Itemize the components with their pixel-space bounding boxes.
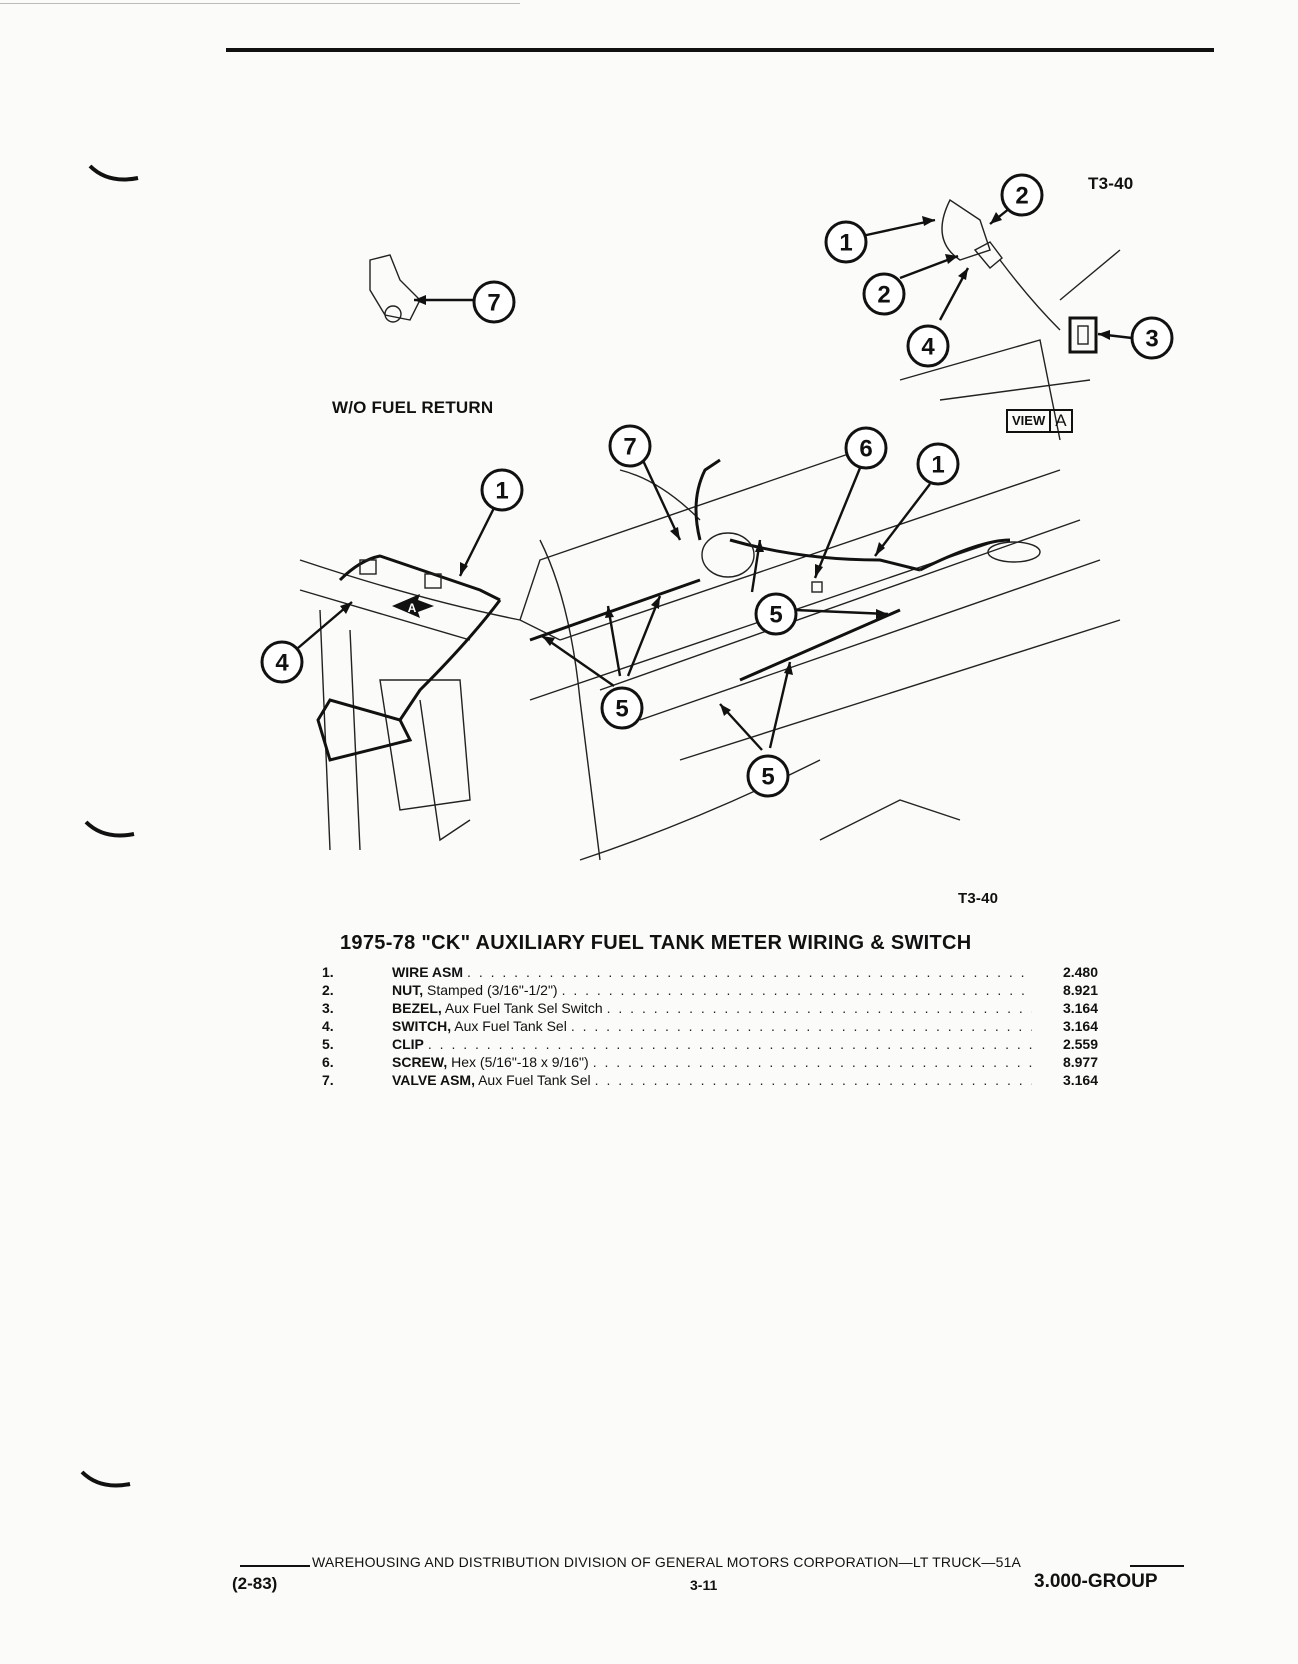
svg-text:1: 1 (495, 478, 508, 505)
svg-text:5: 5 (615, 696, 628, 723)
callout-1-view-a: 1 (824, 220, 868, 264)
part-number: 5. (322, 1036, 334, 1052)
part-name: SWITCH, (392, 1018, 452, 1034)
svg-text:1: 1 (839, 230, 852, 257)
part-row: 3. BEZEL, Aux Fuel Tank Sel Switch 3.164 (322, 1000, 1098, 1018)
binder-hole-mark-bottom (80, 1470, 131, 1488)
dot-leader (428, 1036, 1032, 1052)
footer-division: WAREHOUSING AND DISTRIBUTION DIVISION OF… (312, 1554, 1022, 1570)
part-number: 2. (322, 982, 334, 998)
svg-text:3: 3 (1145, 326, 1158, 353)
callout-3-view-a: 3 (1130, 316, 1174, 360)
view-letter: A (1049, 411, 1070, 431)
svg-text:2: 2 (877, 282, 890, 309)
footer-rule-right (1130, 1565, 1184, 1567)
direction-arrow-a: A (392, 594, 434, 618)
part-description: WIRE ASM (392, 964, 463, 980)
view-a-tag: VIEW A (1006, 409, 1073, 433)
footer-group: 3.000-GROUP (1034, 1571, 1158, 1592)
group-code: 3.164 (1062, 1000, 1098, 1016)
group-code: 8.921 (1062, 982, 1098, 998)
part-name: SCREW, (392, 1054, 448, 1070)
callout-6-main: 6 (844, 426, 888, 470)
leader-arrows (297, 199, 1133, 751)
dot-leader (593, 1054, 1032, 1070)
part-name: BEZEL, (392, 1000, 442, 1016)
svg-text:1: 1 (931, 452, 944, 479)
callout-5-left: 5 (600, 686, 644, 730)
group-code: 8.977 (1062, 1054, 1098, 1070)
part-name: WIRE ASM (392, 964, 464, 980)
dot-leader (595, 1072, 1032, 1088)
parts-list: 1. WIRE ASM 2.480 2. NUT, Stamped (3/16"… (322, 964, 1098, 1090)
group-code: 2.480 (1062, 964, 1098, 980)
part-description: BEZEL, Aux Fuel Tank Sel Switch (392, 1000, 603, 1016)
callout-2-view-a-top: 2 (1000, 173, 1044, 217)
svg-text:4: 4 (921, 334, 935, 361)
part-detail: Stamped (3/16"-1/2") (423, 982, 558, 998)
binder-hole-mark-top (88, 164, 139, 182)
callout-7-main: 7 (608, 424, 652, 468)
footer-rule-left (240, 1565, 310, 1567)
header-rule (226, 48, 1214, 52)
callout-1-main-right: 1 (916, 442, 960, 486)
part-description: VALVE ASM, Aux Fuel Tank Sel (392, 1072, 591, 1088)
parts-list-title: 1975-78 "CK" AUXILIARY FUEL TANK METER W… (340, 932, 972, 954)
part-number: 6. (322, 1054, 334, 1070)
svg-text:2: 2 (1015, 183, 1028, 210)
part-row: 7. VALVE ASM, Aux Fuel Tank Sel 3.164 (322, 1072, 1098, 1090)
part-number: 7. (322, 1072, 334, 1088)
part-description: CLIP (392, 1036, 424, 1052)
figure-code-bottom: T3-40 (958, 890, 999, 907)
svg-text:5: 5 (769, 602, 782, 629)
dot-leader (467, 964, 1032, 980)
callout-1-main-left: 1 (480, 468, 524, 512)
part-detail: Aux Fuel Tank Sel Switch (441, 1000, 603, 1016)
scan-hairline (0, 3, 520, 4)
part-detail: Hex (5/16"-18 x 9/16") (447, 1054, 589, 1070)
callout-2-view-a-bottom: 2 (862, 272, 906, 316)
part-number: 1. (322, 964, 334, 980)
callout-4-view-a: 4 (906, 324, 950, 368)
svg-text:7: 7 (623, 434, 636, 461)
part-row: 6. SCREW, Hex (5/16"-18 x 9/16") 8.977 (322, 1054, 1098, 1072)
view-label: VIEW (1012, 413, 1046, 428)
callout-4-main: 4 (260, 640, 304, 684)
svg-text:7: 7 (487, 290, 500, 317)
binder-hole-mark-middle (84, 820, 135, 838)
group-code: 3.164 (1062, 1072, 1098, 1088)
footer-date: (2-83) (232, 1574, 278, 1593)
part-detail: Aux Fuel Tank Sel (451, 1018, 567, 1034)
group-code: 3.164 (1062, 1018, 1098, 1034)
wo-fuel-return-label: W/O FUEL RETURN (332, 398, 494, 417)
dot-leader (571, 1018, 1032, 1034)
part-row: 5. CLIP 2.559 (322, 1036, 1098, 1054)
part-name: CLIP (392, 1036, 424, 1052)
svg-text:4: 4 (275, 650, 289, 677)
svg-text:6: 6 (859, 436, 872, 463)
part-name: VALVE ASM, (392, 1072, 475, 1088)
part-number: 3. (322, 1000, 334, 1016)
part-detail: Aux Fuel Tank Sel (474, 1072, 591, 1088)
group-code: 2.559 (1062, 1036, 1098, 1052)
callout-5-center: 5 (754, 592, 798, 636)
dot-leader (607, 1000, 1032, 1016)
part-description: NUT, Stamped (3/16"-1/2") (392, 982, 558, 998)
callout-5-lower: 5 (746, 754, 790, 798)
part-description: SWITCH, Aux Fuel Tank Sel (392, 1018, 567, 1034)
part-row: 1. WIRE ASM 2.480 (322, 964, 1098, 982)
part-row: 4. SWITCH, Aux Fuel Tank Sel 3.164 (322, 1018, 1098, 1036)
part-number: 4. (322, 1018, 334, 1034)
callout-7-wo-return: 7 (472, 280, 516, 324)
part-row: 2. NUT, Stamped (3/16"-1/2") 8.921 (322, 982, 1098, 1000)
part-description: SCREW, Hex (5/16"-18 x 9/16") (392, 1054, 589, 1070)
direction-arrow-letter: A (408, 601, 417, 615)
figure-code-top: T3-40 (1088, 174, 1134, 193)
footer-page-number: 3-11 (690, 1577, 718, 1593)
part-name: NUT, (392, 982, 424, 998)
dot-leader (562, 982, 1032, 998)
svg-text:5: 5 (761, 764, 774, 791)
exploded-view-illustration: A 1 2 2 4 3 7 7 6 1 1 4 5 5 5 (260, 173, 1174, 861)
